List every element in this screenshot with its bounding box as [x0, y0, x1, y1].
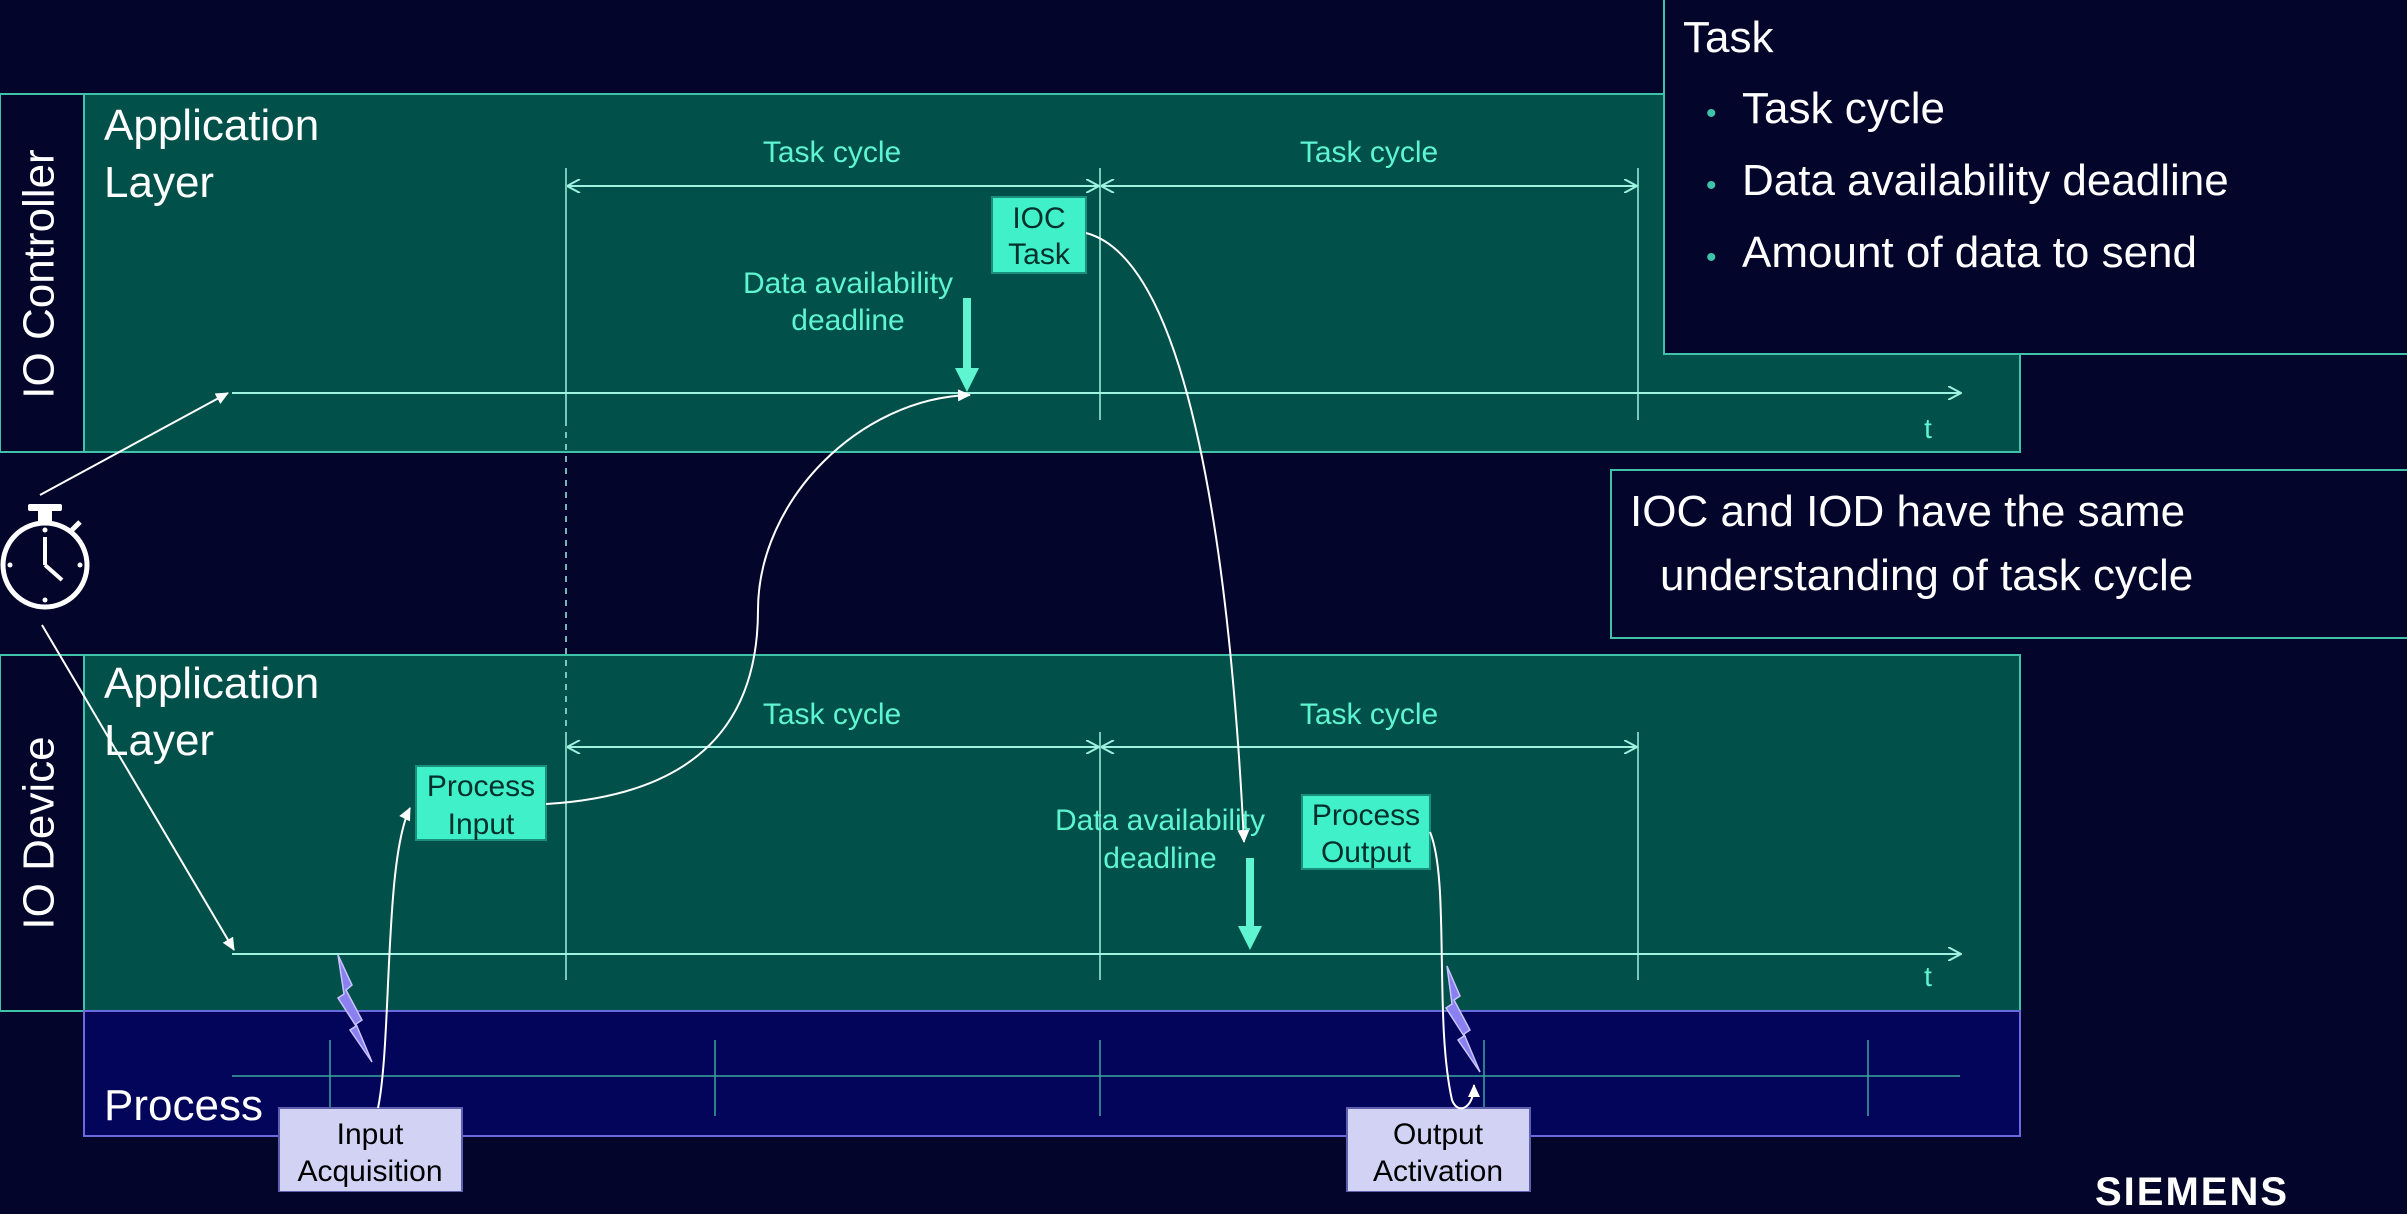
- output-activation-label-line2: Activation: [1373, 1155, 1503, 1188]
- controller-task-cycle-label: Task cycle: [763, 136, 901, 169]
- bullet-dot-icon: •: [1706, 169, 1717, 202]
- device-axis-label: t: [1924, 961, 1932, 992]
- task-info-bullet: Amount of data to send: [1742, 228, 2197, 277]
- device-deadline-arrow: [1238, 858, 1262, 950]
- process-output-label: Process: [1312, 799, 1420, 832]
- io-device-label: IO Device: [15, 736, 64, 929]
- controller-app-layer-title-line2: Layer: [104, 158, 214, 207]
- controller-task-cycle-label: Task cycle: [1300, 136, 1438, 169]
- task-info-title: Task: [1683, 13, 1774, 62]
- input-lightning-icon: [336, 954, 373, 1063]
- note-text-line2: understanding of task cycle: [1660, 551, 2193, 600]
- output-activation-label: Output: [1393, 1118, 1484, 1151]
- input-acquisition-to-process-input-arrow: [377, 807, 411, 1109]
- controller-axis-label: t: [1924, 413, 1932, 444]
- io-controller-label: IO Controller: [15, 149, 64, 398]
- controller-deadline-label-line2: deadline: [791, 304, 904, 337]
- siemens-logo: SIEMENS: [2095, 1170, 2290, 1214]
- ioc-task-to-device-deadline-arrow: [1085, 232, 1250, 843]
- controller-deadline-arrow: [955, 298, 979, 392]
- task-info-bullet: Task cycle: [1742, 84, 1945, 133]
- ioc-task-label: IOC: [1012, 202, 1065, 235]
- device-task-cycle-label: Task cycle: [1300, 698, 1438, 731]
- process-output-to-output-activation-arrow: [1429, 831, 1480, 1110]
- ioc-task-label-line2: Task: [1008, 238, 1071, 271]
- process-layer: Process Input Acquisition Output Activat…: [83, 954, 2021, 1193]
- process-input-to-controller-deadline-arrow: [545, 389, 971, 805]
- ioc-task-box: [991, 196, 1087, 274]
- stopwatch-icon: [0, 504, 90, 610]
- device-deadline-label: Data availability: [1055, 804, 1265, 837]
- output-activation-box: [1346, 1107, 1531, 1193]
- bullet-dot-icon: •: [1706, 241, 1717, 274]
- device-deadline-label-line2: deadline: [1103, 842, 1216, 875]
- note-text-line1: IOC and IOD have the same: [1630, 487, 2185, 536]
- device-app-layer-title-line2: Layer: [104, 716, 214, 765]
- clock-to-device-arrow: [41, 624, 235, 951]
- task-info-box: Task • Task cycle • Data availability de…: [1663, 0, 2407, 355]
- process-output-label-line2: Output: [1321, 836, 1412, 869]
- io-device-layer: IO Device Application Layer Task cycle T…: [0, 654, 2021, 1012]
- task-cycle-note-box: IOC and IOD have the same understanding …: [1610, 469, 2407, 639]
- input-acquisition-box: [278, 1107, 463, 1193]
- controller-deadline-label: Data availability: [743, 267, 953, 300]
- process-input-label-line2: Input: [448, 808, 515, 841]
- bullet-dot-icon: •: [1706, 97, 1717, 130]
- input-acquisition-label-line2: Acquisition: [297, 1155, 442, 1188]
- input-acquisition-label: Input: [337, 1118, 404, 1151]
- process-layer-title: Process: [104, 1081, 263, 1130]
- controller-app-layer-title: Application: [104, 101, 319, 150]
- output-lightning-icon: [1444, 965, 1481, 1073]
- process-input-label: Process: [427, 770, 535, 803]
- clock-to-controller-arrow: [39, 392, 229, 496]
- device-app-layer-title: Application: [104, 659, 319, 708]
- device-task-cycle-label: Task cycle: [763, 698, 901, 731]
- process-input-box: [415, 765, 547, 841]
- task-info-bullet: Data availability deadline: [1742, 156, 2229, 205]
